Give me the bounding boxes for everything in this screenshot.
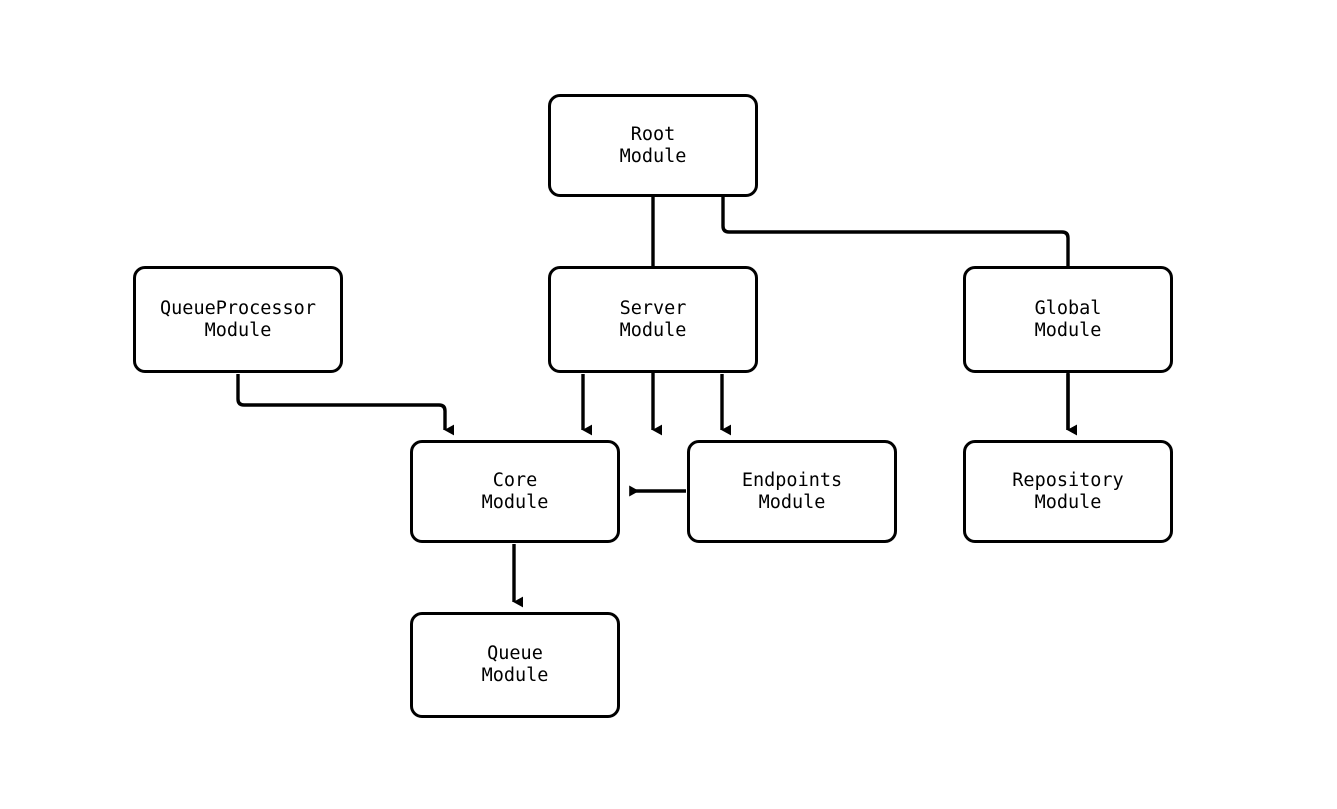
node-repository-module[interactable]: Repository Module: [963, 440, 1173, 543]
node-core-module[interactable]: Core Module: [410, 440, 620, 543]
node-queueprocessor-module-label: QueueProcessor Module: [160, 297, 316, 341]
node-server-module-label: Server Module: [619, 297, 687, 341]
node-root-module-label: Root Module: [619, 123, 687, 167]
node-queue-module[interactable]: Queue Module: [410, 612, 620, 718]
node-endpoints-module[interactable]: Endpoints Module: [687, 440, 897, 543]
node-root-module[interactable]: Root Module: [548, 94, 758, 197]
node-global-module[interactable]: Global Module: [963, 266, 1173, 373]
node-queueprocessor-module[interactable]: QueueProcessor Module: [133, 266, 343, 373]
node-queue-module-label: Queue Module: [481, 643, 549, 686]
node-core-module-label: Core Module: [481, 469, 549, 513]
node-server-module[interactable]: Server Module: [548, 266, 758, 373]
node-repository-module-label: Repository Module: [1012, 469, 1124, 513]
node-global-module-label: Global Module: [1034, 297, 1102, 341]
edge-queueprocessor-to-core: [236, 374, 455, 436]
node-endpoints-module-label: Endpoints Module: [741, 469, 843, 513]
